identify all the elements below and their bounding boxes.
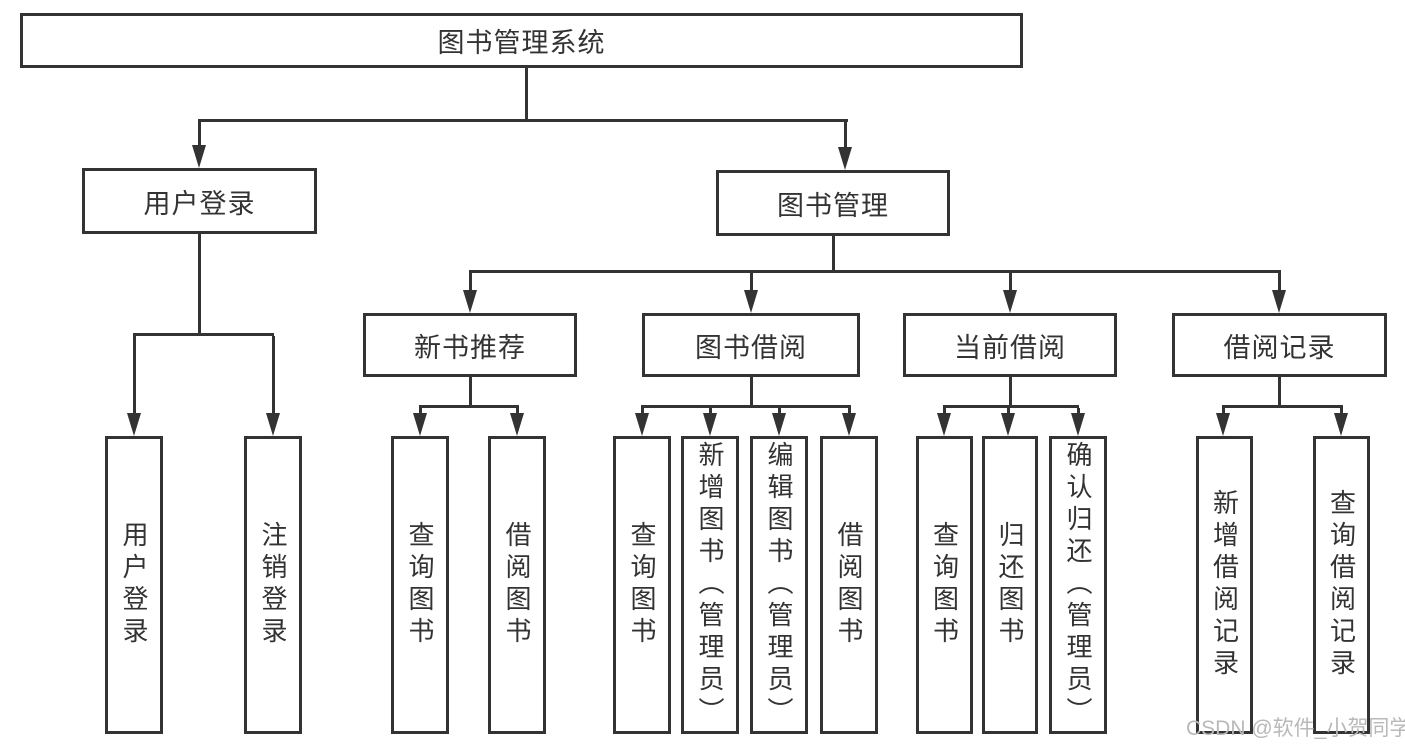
connector-record-drop-2 bbox=[1340, 408, 1343, 416]
connector-borrow-drop-4 bbox=[848, 408, 851, 416]
leaf-newbook-query: 查询图书 bbox=[391, 436, 449, 734]
node-label: 图书借阅 bbox=[695, 332, 807, 363]
arrow-down-icon bbox=[1216, 413, 1230, 436]
arrow-down-icon bbox=[842, 413, 856, 436]
connector-bookmgmt-drop-2 bbox=[750, 273, 753, 291]
leaf-label: 归还图书 bbox=[995, 521, 1025, 649]
connector-userlogin-drop-1 bbox=[133, 336, 136, 415]
leaf-borrow-query: 查询图书 bbox=[613, 436, 671, 734]
connector-bookmgmt-drop-1 bbox=[469, 273, 472, 291]
connector-record-drop-1 bbox=[1222, 408, 1225, 416]
connector-current-bar bbox=[943, 405, 1079, 408]
node-new-book-recommend: 新书推荐 bbox=[363, 313, 577, 377]
arrow-down-icon bbox=[703, 413, 717, 436]
connector-newbook-bar bbox=[419, 405, 519, 408]
leaf-user-login: 用户登录 bbox=[105, 436, 163, 734]
connector-record-stem bbox=[1278, 377, 1281, 408]
connector-root-stem bbox=[525, 68, 528, 122]
leaf-label: 注销登录 bbox=[258, 521, 288, 649]
node-label: 用户登录 bbox=[143, 188, 256, 219]
arrow-down-icon bbox=[772, 413, 786, 436]
connector-borrow-drop-3 bbox=[778, 408, 781, 416]
leaf-logout: 注销登录 bbox=[244, 436, 302, 734]
node-label: 图书管理 bbox=[777, 190, 889, 221]
leaf-record-query: 查询借阅记录 bbox=[1313, 436, 1370, 734]
leaf-current-query: 查询图书 bbox=[916, 436, 973, 734]
arrow-down-icon bbox=[1001, 413, 1015, 436]
arrow-down-icon bbox=[1334, 413, 1348, 436]
node-label: 借阅记录 bbox=[1223, 332, 1336, 363]
connector-borrow-drop-2 bbox=[709, 408, 712, 416]
connector-current-drop-2 bbox=[1007, 408, 1010, 416]
node-library-system: 图书管理系统 bbox=[20, 13, 1023, 68]
connector-bookmgmt-drop-3 bbox=[1009, 273, 1012, 291]
node-book-management: 图书管理 bbox=[716, 170, 950, 236]
leaf-label: 查询借阅记录 bbox=[1326, 489, 1357, 681]
arrow-down-icon bbox=[127, 413, 141, 436]
connector-root-drop-right bbox=[844, 122, 847, 150]
connector-root-bar bbox=[198, 119, 848, 122]
leaf-label: 新增借阅记录 bbox=[1209, 489, 1240, 681]
connector-current-drop-3 bbox=[1077, 408, 1080, 416]
csdn-watermark: CSDN @软件_小贺同学 bbox=[1186, 717, 1405, 740]
connector-newbook-drop-2 bbox=[516, 408, 519, 416]
connector-bookmgmt-stem bbox=[832, 236, 835, 273]
leaf-current-return: 归还图书 bbox=[982, 436, 1038, 734]
connector-newbook-stem bbox=[469, 377, 472, 408]
connector-userlogin-bar bbox=[133, 333, 274, 336]
connector-borrow-drop-1 bbox=[641, 408, 644, 416]
arrow-down-icon bbox=[510, 413, 524, 436]
arrow-down-icon bbox=[635, 413, 649, 436]
arrow-down-icon bbox=[192, 145, 206, 168]
leaf-borrow-edit-admin: 编辑图书（管理员） bbox=[750, 436, 808, 734]
leaf-current-confirm-admin: 确认归还（管理员） bbox=[1049, 436, 1107, 734]
connector-bookmgmt-drop-4 bbox=[1278, 273, 1281, 291]
connector-userlogin-drop-2 bbox=[272, 336, 275, 415]
arrow-down-icon bbox=[266, 413, 280, 436]
arrow-down-icon bbox=[413, 413, 427, 436]
connector-userlogin-stem bbox=[198, 234, 201, 334]
leaf-label: 查询图书 bbox=[405, 521, 435, 649]
leaf-label: 借阅图书 bbox=[834, 521, 864, 649]
connector-root-drop-left bbox=[198, 122, 201, 148]
arrow-down-icon bbox=[838, 147, 852, 170]
node-label: 新书推荐 bbox=[414, 332, 526, 363]
node-current-borrow: 当前借阅 bbox=[903, 313, 1117, 377]
connector-borrow-bar bbox=[641, 405, 851, 408]
connector-record-bar bbox=[1222, 405, 1343, 408]
leaf-newbook-borrow: 借阅图书 bbox=[488, 436, 546, 734]
connector-current-stem bbox=[1009, 377, 1012, 408]
leaf-label: 查询图书 bbox=[627, 521, 657, 649]
connector-current-drop-1 bbox=[943, 408, 946, 416]
leaf-label: 借阅图书 bbox=[502, 521, 532, 649]
leaf-label: 用户登录 bbox=[119, 521, 149, 649]
leaf-label: 查询图书 bbox=[929, 521, 960, 649]
node-label: 图书管理系统 bbox=[437, 28, 606, 58]
arrow-down-icon bbox=[1003, 290, 1017, 313]
leaf-record-add: 新增借阅记录 bbox=[1196, 436, 1253, 734]
leaf-borrow-add-admin: 新增图书（管理员） bbox=[681, 436, 739, 734]
connector-borrow-stem bbox=[750, 377, 753, 408]
leaf-label: 编辑图书（管理员） bbox=[764, 441, 794, 729]
node-user-login: 用户登录 bbox=[82, 168, 317, 234]
arrow-down-icon bbox=[1272, 290, 1286, 313]
arrow-down-icon bbox=[937, 413, 951, 436]
leaf-borrow-borrow: 借阅图书 bbox=[820, 436, 878, 734]
leaf-label: 确认归还（管理员） bbox=[1063, 441, 1093, 729]
node-borrow-record: 借阅记录 bbox=[1172, 313, 1387, 377]
connector-bookmgmt-bar bbox=[469, 270, 1281, 273]
arrow-down-icon bbox=[744, 290, 758, 313]
arrow-down-icon bbox=[1071, 413, 1085, 436]
arrow-down-icon bbox=[463, 290, 477, 313]
node-book-borrow: 图书借阅 bbox=[642, 313, 860, 377]
node-label: 当前借阅 bbox=[954, 332, 1066, 363]
leaf-label: 新增图书（管理员） bbox=[695, 441, 725, 729]
connector-newbook-drop-1 bbox=[419, 408, 422, 416]
